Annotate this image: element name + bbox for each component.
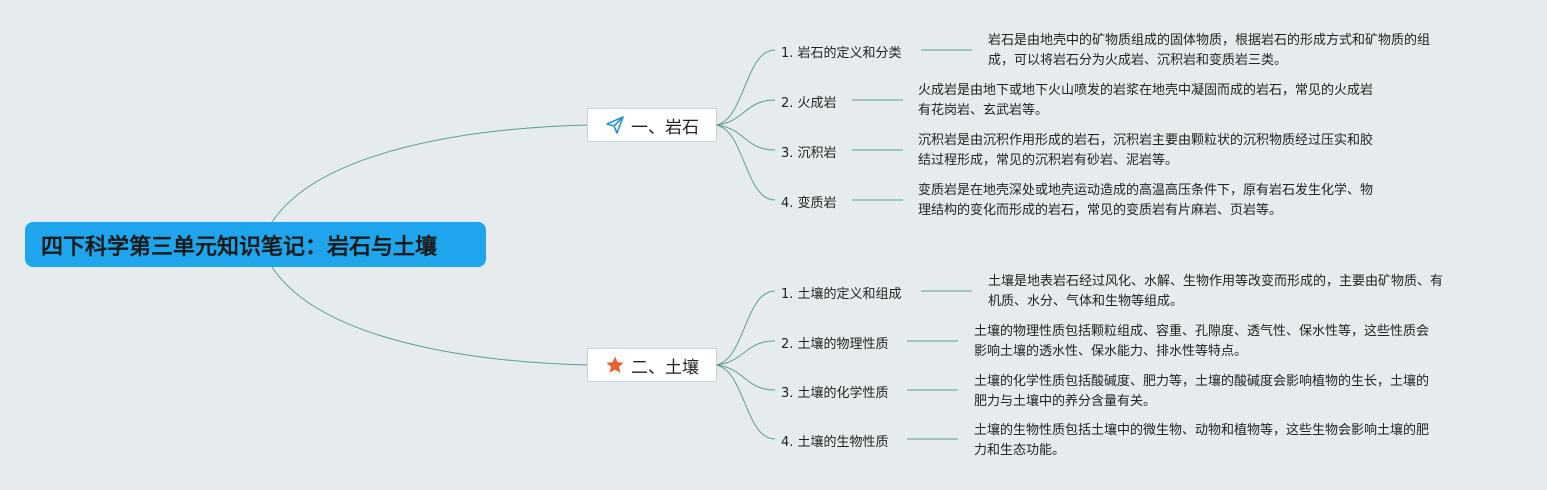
desc-line: 结过程形成，常见的沉积岩有砂岩、泥岩等。: [918, 153, 1179, 168]
desc-soil-physical[interactable]: 土壤的物理性质包括颗粒组成、容重、孔隙度、透气性、保水性等，这些性质会 影响土壤…: [974, 322, 1429, 362]
desc-line: 变质岩是在地壳深处或地壳运动造成的高温高压条件下，原有岩石发生化学、物: [918, 183, 1374, 198]
desc-line: 有花岗岩、玄武岩等。: [918, 103, 1049, 118]
desc-line: 岩石是由地壳中的矿物质组成的固体物质，根据岩石的形成方式和矿物质的组: [988, 33, 1431, 48]
desc-sedimentary[interactable]: 沉积岩是由沉积作用形成的岩石，沉积岩主要由颗粒状的沉积物质经过压实和胶 结过程形…: [918, 131, 1373, 171]
desc-line: 土壤的化学性质包括酸碱度、肥力等，土壤的酸碱度会影响植物的生长，土壤的: [974, 374, 1430, 389]
desc-line: 火成岩是由地下或地下火山喷发的岩浆在地壳中凝固而成的岩石，常见的火成岩: [918, 83, 1374, 98]
desc-line: 影响土壤的透水性、保水能力、排水性等特点。: [974, 344, 1248, 359]
desc-line: 沉积岩是由沉积作用形成的岩石，沉积岩主要由颗粒状的沉积物质经过压实和胶: [918, 133, 1374, 148]
root-topic[interactable]: 四下科学第三单元知识笔记：岩石与土壤: [25, 222, 486, 267]
branch-soil[interactable]: 二、土壤: [587, 348, 717, 382]
branch-rocks[interactable]: 一、岩石: [587, 108, 717, 142]
topic-metamorphic[interactable]: 4. 变质岩: [781, 196, 837, 211]
root-title: 四下科学第三单元知识笔记：岩石与土壤: [41, 234, 438, 260]
desc-soil-biological[interactable]: 土壤的生物性质包括土壤中的微生物、动物和植物等，这些生物会影响土壤的肥 力和生态…: [974, 421, 1429, 461]
star-icon: [605, 355, 625, 375]
desc-line: 成，可以将岩石分为火成岩、沉积岩和变质岩三类。: [988, 53, 1288, 68]
topic-soil-definition[interactable]: 1. 土壤的定义和组成: [781, 287, 902, 302]
desc-line: 土壤的生物性质包括土壤中的微生物、动物和植物等，这些生物会影响土壤的肥: [974, 423, 1430, 438]
branch-label: 一、岩石: [631, 117, 699, 138]
desc-soil-definition[interactable]: 土壤是地表岩石经过风化、水解、生物作用等改变而形成的，主要由矿物质、有 机质、水…: [988, 272, 1443, 312]
desc-rock-definition[interactable]: 岩石是由地壳中的矿物质组成的固体物质，根据岩石的形成方式和矿物质的组 成，可以将…: [988, 31, 1430, 71]
topic-soil-biological[interactable]: 4. 土壤的生物性质: [781, 435, 889, 450]
desc-line: 土壤的物理性质包括颗粒组成、容重、孔隙度、透气性、保水性等，这些性质会: [974, 324, 1430, 339]
desc-line: 机质、水分、气体和生物等组成。: [988, 294, 1184, 309]
desc-line: 理结构的变化而形成的岩石，常见的变质岩有片麻岩、页岩等。: [918, 203, 1283, 218]
topic-soil-physical[interactable]: 2. 土壤的物理性质: [781, 337, 889, 352]
topic-rock-definition[interactable]: 1. 岩石的定义和分类: [781, 46, 902, 61]
topic-soil-chemical[interactable]: 3. 土壤的化学性质: [781, 386, 889, 401]
desc-line: 土壤是地表岩石经过风化、水解、生物作用等改变而形成的，主要由矿物质、有: [988, 274, 1444, 289]
desc-line: 肥力与土壤中的养分含量有关。: [974, 394, 1157, 409]
desc-igneous[interactable]: 火成岩是由地下或地下火山喷发的岩浆在地壳中凝固而成的岩石，常见的火成岩 有花岗岩…: [918, 81, 1373, 121]
topic-sedimentary[interactable]: 3. 沉积岩: [781, 146, 837, 161]
topic-igneous[interactable]: 2. 火成岩: [781, 96, 837, 111]
branch-label: 二、土壤: [631, 357, 699, 378]
paper-plane-icon: [605, 115, 625, 135]
desc-soil-chemical[interactable]: 土壤的化学性质包括酸碱度、肥力等，土壤的酸碱度会影响植物的生长，土壤的 肥力与土…: [974, 372, 1429, 412]
desc-metamorphic[interactable]: 变质岩是在地壳深处或地壳运动造成的高温高压条件下，原有岩石发生化学、物 理结构的…: [918, 181, 1373, 221]
desc-line: 力和生态功能。: [974, 443, 1066, 458]
